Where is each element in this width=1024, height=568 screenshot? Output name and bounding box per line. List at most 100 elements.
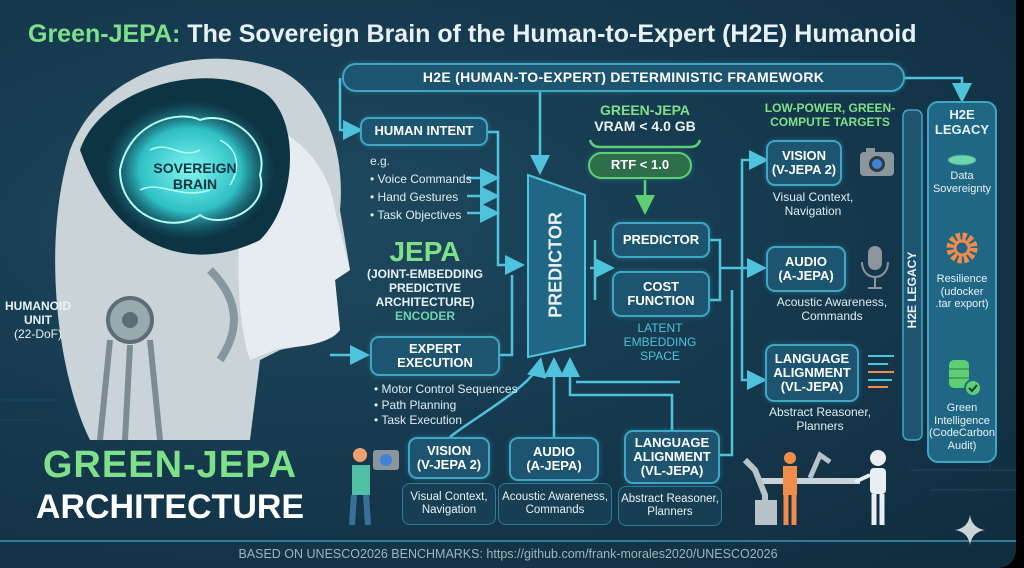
input-language-desc: Abstract Reasoner,Planners xyxy=(618,486,722,526)
caption-line: SPACE xyxy=(640,348,680,363)
disk-icon xyxy=(947,154,977,166)
desc-line: Planners xyxy=(647,506,693,518)
input-vision-desc: Visual Context,Navigation xyxy=(402,483,496,525)
humanoid-line: (22-DoF) xyxy=(13,326,62,341)
jepa-subtitle: ARCHITECTURE) xyxy=(375,294,475,309)
expert-label: EXPERT xyxy=(408,340,461,356)
architecture-heading: GREEN-JEPA ARCHITECTURE xyxy=(20,444,320,527)
jepa-title: JEPA xyxy=(389,236,461,267)
input-label: LANGUAGE xyxy=(634,434,710,450)
expert-execution-list: • Motor Control Sequences • Path Plannin… xyxy=(374,382,518,429)
architecture-line-2: ARCHITECTURE xyxy=(35,487,305,526)
brain-label-line: BRAIN xyxy=(172,176,218,193)
list-item: • Hand Gestures xyxy=(370,190,459,204)
sparkle-icon xyxy=(955,515,985,545)
latent-space-caption: LATENT EMBEDDING SPACE xyxy=(610,321,710,363)
caption-line: LATENT xyxy=(637,321,683,335)
title-prefix: Green-JEPA: xyxy=(28,20,181,48)
human-intent-box: HUMAN INTENT xyxy=(360,117,488,146)
desc-line: Commands xyxy=(525,504,585,516)
latent-predictor-box: PREDICTOR xyxy=(612,222,710,258)
brain-label-line: SOVEREIGN xyxy=(153,160,237,176)
desc-line: Acoustic Awareness, xyxy=(776,295,888,309)
desc-line: Commands xyxy=(801,308,863,323)
legacy-item-resilience: Resilience(udocker.tar export) xyxy=(926,273,998,311)
predictor-block xyxy=(527,173,586,359)
heading-line: COMPUTE TARGETS xyxy=(770,114,890,129)
target-label: (A-JEPA) xyxy=(778,268,834,283)
text-lines-icon xyxy=(868,355,894,388)
humanoid-unit-label: HUMANOID UNIT (22-DoF) xyxy=(2,299,74,341)
list-item: • Task Objectives xyxy=(370,208,462,222)
target-label: LANGUAGE xyxy=(774,350,850,366)
input-label: VISION xyxy=(426,442,472,458)
list-item: • Task Execution xyxy=(374,413,463,427)
target-label: ALIGNMENT xyxy=(773,364,851,380)
input-label: (A-JEPA) xyxy=(526,458,582,473)
target-label: (V-JEPA 2) xyxy=(771,162,837,177)
desc-line: Abstract Reasoner, xyxy=(768,405,872,419)
camera-icon xyxy=(860,148,894,176)
cost-label: COST xyxy=(642,278,680,294)
architecture-line-1: GREEN-JEPA xyxy=(42,444,298,486)
expert-label: EXECUTION xyxy=(397,355,473,370)
robot-workshop-illustration xyxy=(742,450,886,525)
jepa-subtitle: (JOINT-EMBEDDING xyxy=(366,267,483,282)
microphone-icon xyxy=(861,246,889,289)
jepa-encoder-label: JEPA (JOINT-EMBEDDING PREDICTIVE ARCHITE… xyxy=(360,236,490,323)
encoder-label: ENCODER xyxy=(394,308,455,323)
gear-icon xyxy=(946,232,978,264)
latent-predictor-label: PREDICTOR xyxy=(622,231,700,247)
jepa-subtitle: PREDICTIVE xyxy=(388,280,461,295)
desc-line: Abstract Reasoner, xyxy=(621,492,719,505)
humanoid-line: HUMANOID xyxy=(5,299,71,313)
list-item: • Motor Control Sequences xyxy=(374,382,518,396)
legacy-text: (CodeCarbon xyxy=(928,427,996,440)
eg-label: e.g. xyxy=(370,154,391,168)
circuit-grid xyxy=(0,110,1016,491)
target-audio-box: AUDIO(A-JEPA) xyxy=(766,246,846,292)
brain-icon xyxy=(105,100,275,240)
list-item: • Voice Commands xyxy=(370,172,472,186)
legacy-bar-label: H2E LEGACY xyxy=(905,251,919,329)
framework-bar-label: H2E (HUMAN-TO-EXPERT) DETERMINISTIC FRAM… xyxy=(422,68,825,85)
target-audio-desc: Acoustic Awareness,Commands xyxy=(762,295,902,324)
database-check-icon xyxy=(949,360,982,397)
input-label: (VL-JEPA) xyxy=(640,463,704,479)
predictor-main-label: PREDICTOR xyxy=(545,212,566,318)
desc-line: Planners xyxy=(796,418,844,433)
target-label: (VL-JEPA) xyxy=(780,379,844,395)
spec-line: VRAM < 4.0 GB xyxy=(594,118,696,135)
page-title: Green-JEPA: The Sovereign Brain of the H… xyxy=(28,20,917,49)
rtf-badge: RTF < 1.0 xyxy=(588,152,692,179)
input-label: AUDIO xyxy=(533,443,575,459)
list-item: • Path Planning xyxy=(374,397,457,412)
input-label: ALIGNMENT xyxy=(633,448,711,464)
legacy-text: Resilience xyxy=(936,273,988,285)
title-rest: The Sovereign Brain of the Human-to-Expe… xyxy=(180,20,917,48)
legacy-text: Audit) xyxy=(947,439,977,452)
human-intent-label: HUMAN INTENT xyxy=(374,123,474,139)
legacy-text: (udocker xyxy=(940,285,984,298)
input-audio-desc: Acoustic Awareness,Commands xyxy=(498,483,612,525)
rtf-label: RTF < 1.0 xyxy=(610,157,670,173)
target-vision-desc: Visual Context,Navigation xyxy=(758,190,868,219)
targets-heading: LOW-POWER, GREEN-COMPUTE TARGETS xyxy=(760,101,900,130)
desc-line: Navigation xyxy=(421,504,477,516)
legacy-text: Green xyxy=(946,402,978,414)
target-label: VISION xyxy=(781,147,827,163)
desc-line: Navigation xyxy=(784,203,842,218)
person-with-camera-illustration xyxy=(349,448,399,526)
legacy-text: Data xyxy=(950,170,974,182)
desc-line: Visual Context, xyxy=(410,490,488,503)
target-label: AUDIO xyxy=(785,253,827,269)
desc-line: Acoustic Awareness, xyxy=(502,490,608,503)
legacy-text: Intelligence xyxy=(934,414,990,427)
cost-label: FUNCTION xyxy=(627,293,695,308)
